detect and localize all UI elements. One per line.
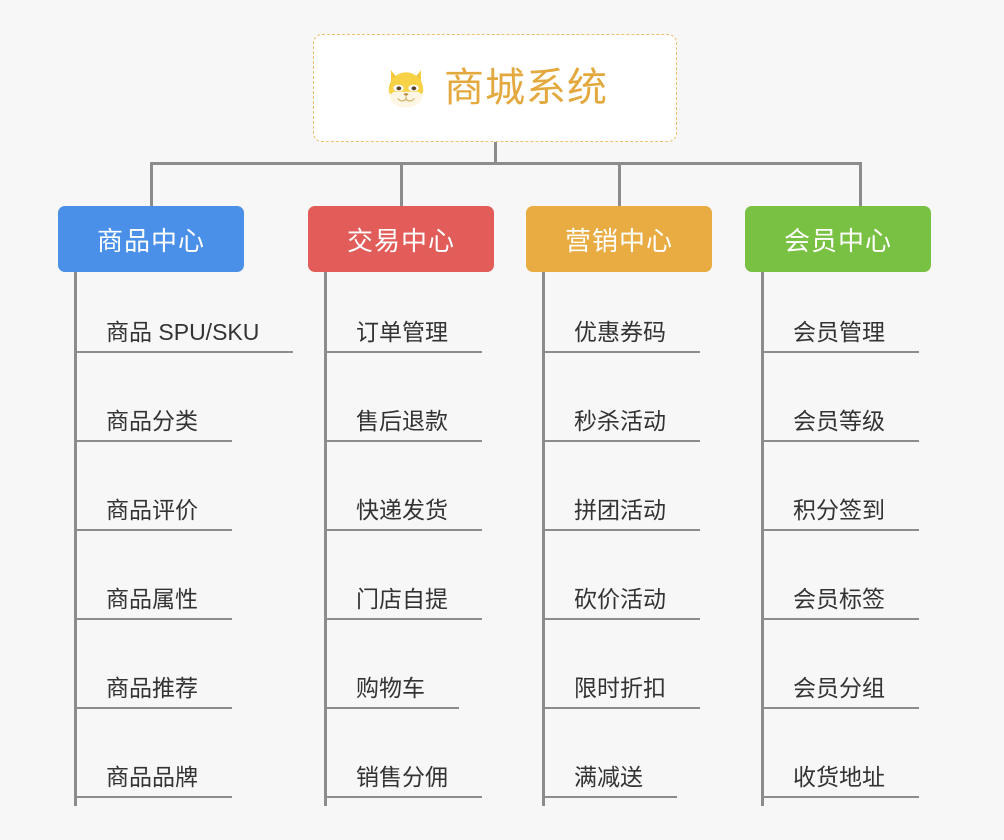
leaf-item[interactable]: 购物车 [324, 628, 538, 717]
root-title: 商城系统 [444, 66, 608, 110]
leaf-list-member-center: 会员管理 会员等级 积分签到 会员标签 会员分组 收货地址 [761, 272, 975, 806]
connector-spine-trade-center [324, 272, 327, 806]
leaf-item[interactable]: 商品属性 [74, 539, 288, 628]
leaf-label: 购物车 [324, 675, 459, 709]
leaf-item[interactable]: 会员等级 [761, 361, 975, 450]
branch-member-center: 会员中心 会员管理 会员等级 积分签到 会员标签 会员分组 收货地址 [745, 206, 975, 806]
leaf-label: 商品属性 [74, 586, 232, 620]
leaf-list-trade-center: 订单管理 售后退款 快递发货 门店自提 购物车 销售分佣 [324, 272, 538, 806]
leaf-item[interactable]: 会员标签 [761, 539, 975, 628]
leaf-label: 砍价活动 [542, 586, 700, 620]
connector-spine-member-center [761, 272, 764, 806]
category-card-marketing-center[interactable]: 营销中心 [526, 206, 712, 272]
leaf-label: 会员分组 [761, 675, 919, 709]
leaf-item[interactable]: 会员分组 [761, 628, 975, 717]
leaf-label: 会员管理 [761, 319, 919, 353]
category-title: 商品中心 [96, 225, 205, 256]
leaf-item[interactable]: 优惠券码 [542, 272, 756, 361]
leaf-label: 秒杀活动 [542, 408, 700, 442]
leaf-item[interactable]: 限时折扣 [542, 628, 756, 717]
leaf-label: 限时折扣 [542, 675, 700, 709]
leaf-item[interactable]: 商品品牌 [74, 717, 288, 806]
leaf-label: 积分签到 [761, 497, 919, 531]
leaf-label: 商品推荐 [74, 675, 232, 709]
category-card-product-center[interactable]: 商品中心 [58, 206, 244, 272]
leaf-label: 会员标签 [761, 586, 919, 620]
leaf-item[interactable]: 收货地址 [761, 717, 975, 806]
leaf-label: 商品 SPU/SKU [74, 319, 294, 353]
root-node-商城系统[interactable]: 商城系统 [313, 34, 677, 142]
dog-face-icon [388, 70, 424, 108]
leaf-item[interactable]: 售后退款 [324, 361, 538, 450]
leaf-item[interactable]: 满减送 [542, 717, 756, 806]
connector-drop-product-center [150, 162, 153, 208]
connector-drop-member-center [859, 162, 862, 208]
connector-horizontal-bus [150, 162, 862, 165]
leaf-label: 销售分佣 [324, 764, 482, 798]
leaf-label: 订单管理 [324, 319, 482, 353]
leaf-item[interactable]: 商品推荐 [74, 628, 288, 717]
leaf-label: 商品品牌 [74, 764, 232, 798]
leaf-item[interactable]: 商品 SPU/SKU [74, 272, 294, 361]
category-title: 营销中心 [564, 225, 673, 256]
leaf-item[interactable]: 快递发货 [324, 450, 538, 539]
leaf-label: 门店自提 [324, 586, 482, 620]
leaf-label: 收货地址 [761, 764, 919, 798]
leaf-item[interactable]: 砍价活动 [542, 539, 756, 628]
leaf-label: 快递发货 [324, 497, 482, 531]
leaf-item[interactable]: 门店自提 [324, 539, 538, 628]
leaf-label: 拼团活动 [542, 497, 700, 531]
leaf-item[interactable]: 订单管理 [324, 272, 538, 361]
leaf-item[interactable]: 拼团活动 [542, 450, 756, 539]
leaf-label: 会员等级 [761, 408, 919, 442]
connector-spine-product-center [74, 272, 77, 806]
leaf-item[interactable]: 商品分类 [74, 361, 288, 450]
branch-trade-center: 交易中心 订单管理 售后退款 快递发货 门店自提 购物车 销售分佣 [308, 206, 538, 806]
leaf-item[interactable]: 会员管理 [761, 272, 975, 361]
leaf-list-product-center: 商品 SPU/SKU 商品分类 商品评价 商品属性 商品推荐 商品品牌 [74, 272, 294, 806]
connector-spine-marketing-center [542, 272, 545, 806]
connector-root-stem [494, 142, 497, 164]
leaf-label: 商品分类 [74, 408, 232, 442]
leaf-item[interactable]: 商品评价 [74, 450, 288, 539]
leaf-label: 优惠券码 [542, 319, 700, 353]
connector-drop-marketing-center [618, 162, 621, 208]
leaf-item[interactable]: 销售分佣 [324, 717, 538, 806]
category-card-trade-center[interactable]: 交易中心 [308, 206, 494, 272]
leaf-item[interactable]: 秒杀活动 [542, 361, 756, 450]
connector-drop-trade-center [400, 162, 403, 208]
branch-marketing-center: 营销中心 优惠券码 秒杀活动 拼团活动 砍价活动 限时折扣 满减送 [526, 206, 756, 806]
leaf-item[interactable]: 积分签到 [761, 450, 975, 539]
branch-product-center: 商品中心 商品 SPU/SKU 商品分类 商品评价 商品属性 商品推荐 商品品牌 [58, 206, 294, 806]
category-card-member-center[interactable]: 会员中心 [745, 206, 931, 272]
leaf-label: 满减送 [542, 764, 677, 798]
leaf-list-marketing-center: 优惠券码 秒杀活动 拼团活动 砍价活动 限时折扣 满减送 [542, 272, 756, 806]
leaf-label: 售后退款 [324, 408, 482, 442]
category-title: 交易中心 [346, 225, 455, 256]
category-title: 会员中心 [783, 225, 892, 256]
leaf-label: 商品评价 [74, 497, 232, 531]
